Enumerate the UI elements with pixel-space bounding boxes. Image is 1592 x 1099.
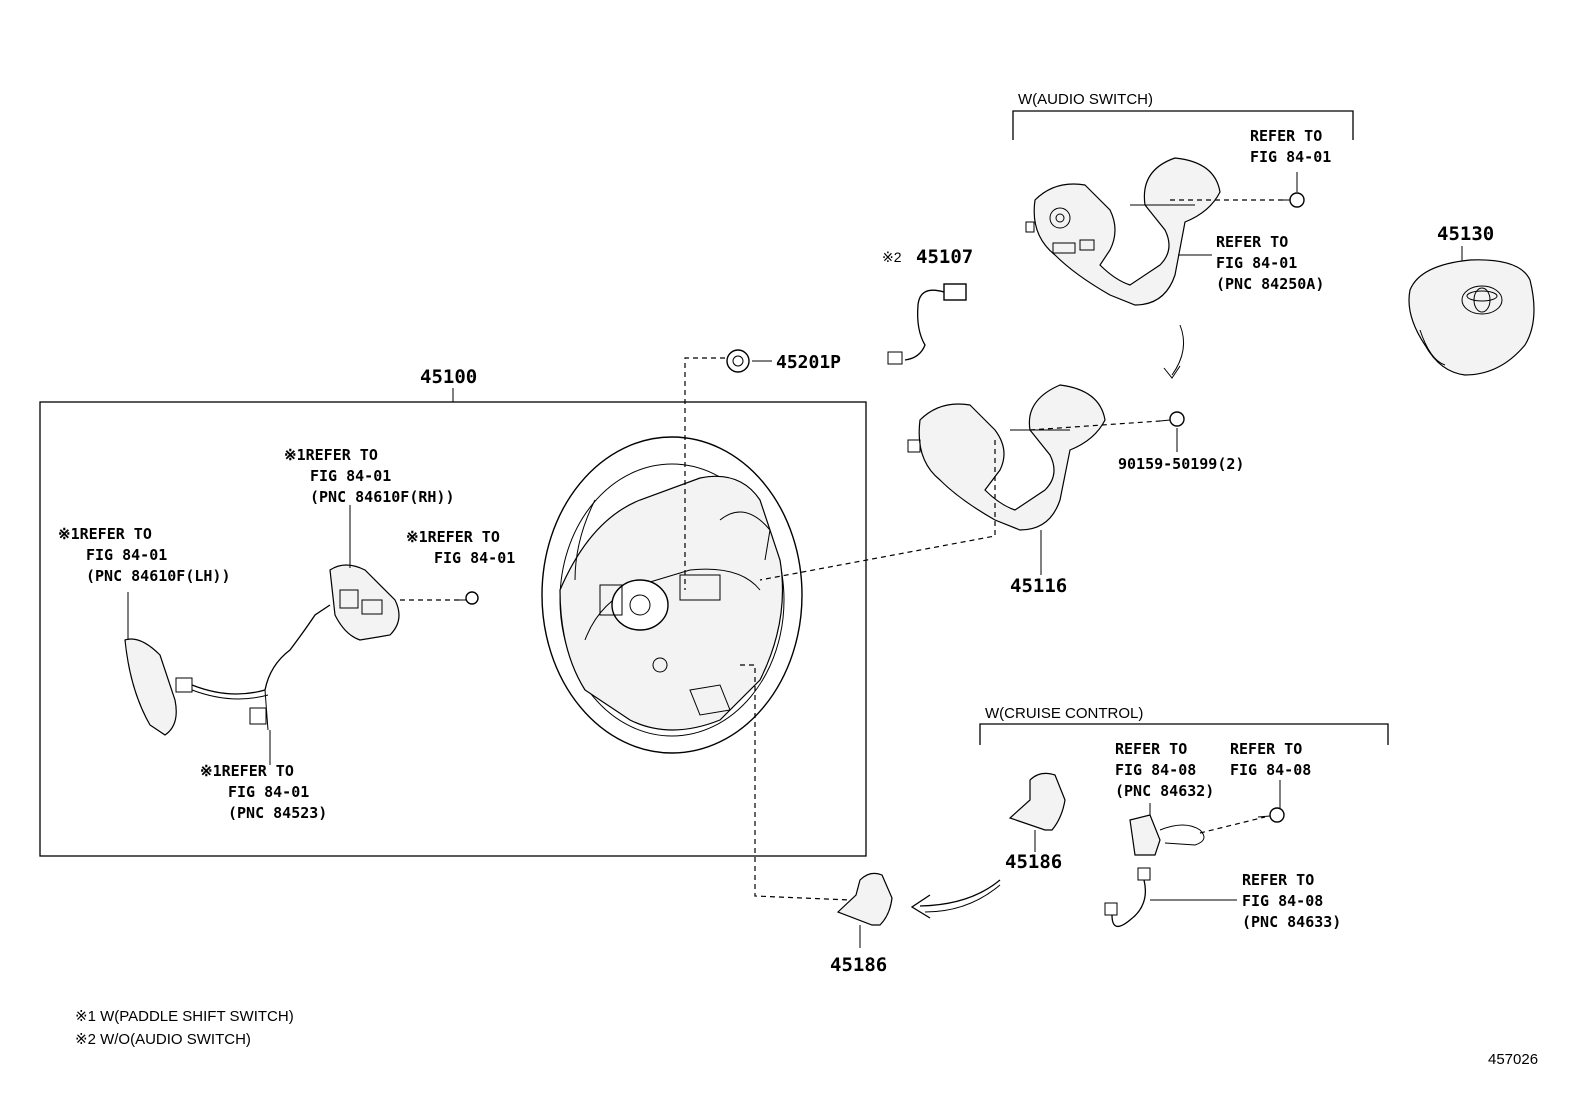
- part-45107-label: 45107: [916, 246, 973, 268]
- ref-paddle-lh: ※1REFER TO FIG 84-01 (PNC 84610F(LH)): [58, 525, 231, 585]
- svg-text:(PNC 84250A): (PNC 84250A): [1216, 275, 1324, 293]
- part-45107: ※2 45107: [882, 246, 973, 365]
- ref-paddle-screw: ※1REFER TO FIG 84-01: [406, 528, 515, 567]
- svg-text:FIG 84-01: FIG 84-01: [86, 546, 167, 564]
- svg-text:※1REFER TO: ※1REFER TO: [200, 762, 294, 780]
- part-45186-lower: 45186: [740, 664, 1001, 976]
- ref-audio-screw: REFER TO FIG 84-01: [1250, 127, 1331, 166]
- svg-text:(PNC 84632): (PNC 84632): [1115, 782, 1214, 800]
- bolt-90159-label: 90159-50199(2): [1118, 455, 1244, 473]
- paddle-switch-rh-illustration: [329, 505, 479, 641]
- part-45116: 45116 90159-50199(2): [759, 384, 1244, 597]
- ref-paddle-rh: ※1REFER TO FIG 84-01 (PNC 84610F(RH)): [284, 446, 455, 506]
- ref-cruise-wire: REFER TO FIG 84-08 (PNC 84633): [1242, 871, 1341, 931]
- svg-text:REFER TO: REFER TO: [1115, 740, 1187, 758]
- steering-wheel-illustration: [541, 436, 803, 754]
- part-45186-a-label: 45186: [1005, 851, 1062, 873]
- ref-audio-switch: REFER TO FIG 84-01 (PNC 84250A): [1216, 233, 1324, 293]
- svg-text:(PNC 84610F(RH)): (PNC 84610F(RH)): [310, 488, 455, 506]
- part-45100-label: 45100: [420, 366, 477, 388]
- footnote-2: ※2 W/O(AUDIO SWITCH): [75, 1031, 251, 1048]
- svg-text:FIG 84-08: FIG 84-08: [1230, 761, 1311, 779]
- audio-switch-group-label: W(AUDIO SWITCH): [1018, 91, 1153, 108]
- svg-text:FIG 84-08: FIG 84-08: [1115, 761, 1196, 779]
- svg-text:FIG 84-08: FIG 84-08: [1242, 892, 1323, 910]
- svg-text:FIG 84-01: FIG 84-01: [310, 467, 391, 485]
- svg-text:(PNC 84610F(LH)): (PNC 84610F(LH)): [86, 567, 231, 585]
- part-45116-label: 45116: [1010, 575, 1067, 597]
- part-45130-label: 45130: [1437, 223, 1494, 245]
- svg-text:FIG 84-01: FIG 84-01: [228, 783, 309, 801]
- svg-text:REFER TO: REFER TO: [1242, 871, 1314, 889]
- audio-switch-group: W(AUDIO SWITCH): [1012, 91, 1354, 379]
- svg-text:※1REFER TO: ※1REFER TO: [284, 446, 378, 464]
- part-45201p: 45201P: [684, 349, 841, 590]
- ref-paddle-wire: ※1REFER TO FIG 84-01 (PNC 84523): [200, 762, 327, 822]
- figure-number: 457026: [1488, 1051, 1538, 1068]
- footnote-1: ※1 W(PADDLE SHIFT SWITCH): [75, 1008, 294, 1025]
- svg-text:(PNC 84523): (PNC 84523): [228, 804, 327, 822]
- footnotes: ※1 W(PADDLE SHIFT SWITCH) ※2 W/O(AUDIO S…: [75, 1008, 294, 1048]
- svg-text:※1REFER TO: ※1REFER TO: [406, 528, 500, 546]
- svg-text:REFER TO: REFER TO: [1216, 233, 1288, 251]
- cruise-control-group: W(CRUISE CONTROL) 45186: [979, 705, 1389, 927]
- part-45186-b-label: 45186: [830, 954, 887, 976]
- svg-text:FIG 84-01: FIG 84-01: [434, 549, 515, 567]
- svg-text:※2: ※2: [882, 249, 902, 265]
- ref-cruise-switch: REFER TO FIG 84-08 (PNC 84632): [1115, 740, 1214, 800]
- part-45201p-label: 45201P: [776, 352, 841, 373]
- svg-text:FIG 84-01: FIG 84-01: [1250, 148, 1331, 166]
- part-45130: 45130: [1408, 223, 1535, 376]
- paddle-switch-lh-illustration: [124, 592, 331, 765]
- ref-cruise-screw: REFER TO FIG 84-08: [1230, 740, 1311, 779]
- svg-text:(PNC 84633): (PNC 84633): [1242, 913, 1341, 931]
- svg-text:REFER TO: REFER TO: [1250, 127, 1322, 145]
- svg-text:REFER TO: REFER TO: [1230, 740, 1302, 758]
- svg-text:FIG 84-01: FIG 84-01: [1216, 254, 1297, 272]
- cruise-control-group-label: W(CRUISE CONTROL): [985, 705, 1143, 722]
- svg-text:※1REFER TO: ※1REFER TO: [58, 525, 152, 543]
